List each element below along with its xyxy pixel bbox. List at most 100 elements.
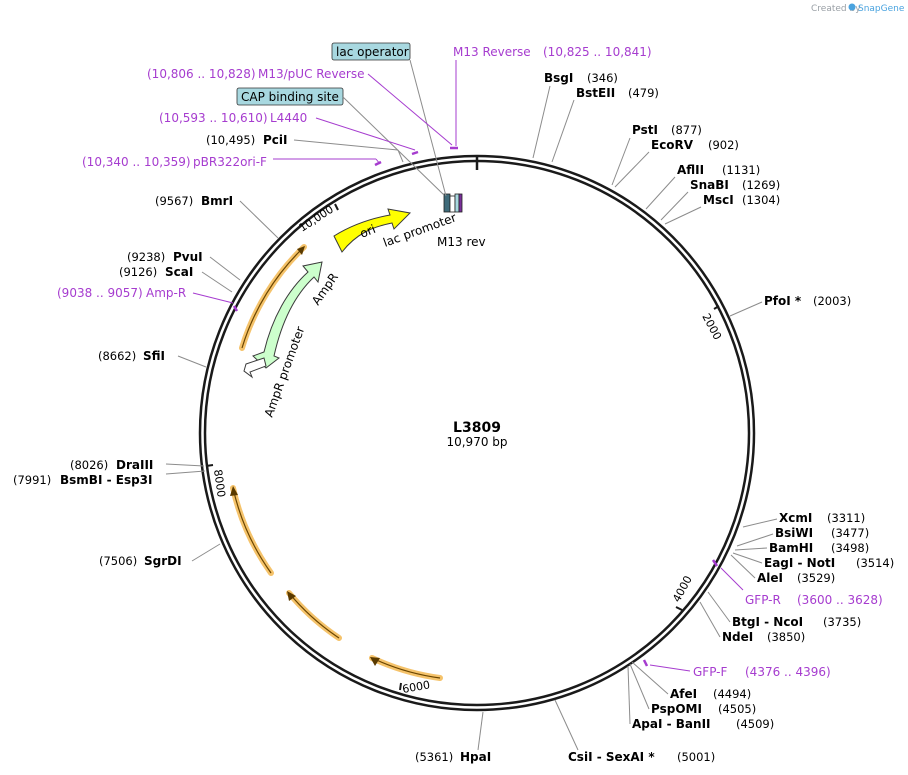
primer-range: (9038 .. 9057): [57, 286, 143, 300]
orf-segment-left-lower: [230, 485, 274, 576]
lac-operator-box[interactable]: lac operator: [331, 42, 411, 61]
leader-line: [720, 567, 744, 591]
enzyme-position: (4494): [713, 687, 751, 701]
enzyme-position: (3735): [823, 615, 861, 629]
lac-promoter-marker: [449, 195, 456, 213]
enzyme-position: (8026): [70, 458, 108, 472]
orf-segment-left-upper: [239, 244, 307, 351]
enzyme-position: (7991): [13, 473, 51, 487]
enzyme-hpai[interactable]: (5361)HpaI: [415, 711, 491, 764]
orf-arrow-icon: [287, 591, 296, 601]
leader-line: [551, 99, 575, 163]
enzyme-name: EcoRV: [651, 138, 694, 152]
leader-line: [192, 292, 234, 304]
leader-line: [736, 533, 774, 547]
enzyme-bsmbi-esp3i[interactable]: (7991) BsmBI - Esp3I: [13, 470, 206, 487]
enzyme-name: XcmI: [779, 511, 812, 525]
plasmid-name: L3809: [453, 420, 501, 436]
orf-segment-bottom: [369, 655, 443, 681]
enzyme-position: (479): [628, 86, 659, 100]
enzyme-draiii[interactable]: (8026) DraIII: [70, 458, 205, 472]
enzyme-bsgi[interactable]: BsgI(346): [532, 71, 618, 159]
enzyme-ecorv[interactable]: EcoRV (902): [614, 138, 739, 188]
primer-name: M13/pUC Reverse: [258, 67, 365, 81]
enzyme-scai[interactable]: (9126)ScaI: [119, 265, 233, 293]
primer-amp-r[interactable]: (9038 .. 9057) Amp-R: [57, 286, 239, 312]
leader-line: [177, 355, 207, 368]
enzyme-eagi-noti[interactable]: EagI - NotI(3514): [732, 552, 894, 570]
enzyme-position: (8662): [98, 349, 136, 363]
enzyme-name: BsgI: [544, 71, 573, 85]
enzyme-name: BmrI: [201, 194, 233, 208]
enzyme-name: CsiI - SexAI *: [568, 750, 655, 764]
leader-line: [645, 176, 676, 210]
enzyme-csii-sexai[interactable]: CsiI - SexAI * (5001): [554, 699, 715, 764]
primer-range: (10,340 .. 10,359): [82, 155, 191, 169]
enzyme-afei[interactable]: AfeI (4494): [631, 661, 751, 701]
leader-line: [239, 200, 279, 239]
enzyme-xcmi[interactable]: XcmI(3311): [742, 511, 865, 528]
enzyme-bsiwi[interactable]: BsiWI(3477): [736, 526, 869, 547]
enzyme-ndei[interactable]: NdeI(3850): [699, 601, 805, 644]
lac-operator-marker: [454, 193, 460, 213]
enzyme-position: (5001): [677, 750, 715, 764]
tick-4000: 4000: [670, 574, 695, 611]
enzyme-name: DraIII: [116, 458, 153, 472]
m13-rev-marker: [458, 193, 463, 213]
enzyme-bmri[interactable]: (9567)BmrI: [155, 194, 279, 239]
leader-line: [732, 552, 763, 564]
primer-pbr322ori-f[interactable]: (10,340 .. 10,359) pBR322ori-F: [82, 155, 382, 169]
enzyme-name: BsmBI - Esp3I: [60, 473, 152, 487]
enzyme-apai-banii[interactable]: ApaI - BanII(4509): [627, 665, 774, 731]
enzyme-position: (7506): [99, 554, 137, 568]
primer-gfp-f[interactable]: GFP-F (4376 .. 4396): [642, 659, 831, 679]
leader-line: [293, 139, 399, 151]
leader-line: [611, 137, 631, 186]
enzyme-pspomi[interactable]: PspOMI(4505): [629, 663, 756, 716]
enzyme-position: (4509): [736, 717, 774, 731]
enzyme-snabi[interactable]: SnaBI(1269): [660, 178, 780, 221]
enzyme-bamhi[interactable]: BamHI (3498): [734, 541, 869, 555]
primer-l4440[interactable]: (10,593 .. 10,610) L4440: [159, 111, 419, 156]
enzyme-name: BtgI - NcoI: [732, 615, 803, 629]
primer-m13-reverse[interactable]: M13 Reverse (10,825 .. 10,841): [450, 45, 652, 150]
enzyme-position: (3529): [797, 571, 835, 585]
primer-m13-puc-reverse[interactable]: (10,806 .. 10,828) M13/pUC Reverse: [147, 67, 453, 146]
leader-line: [367, 73, 453, 146]
enzyme-position: (902): [708, 138, 739, 152]
primer-gfp-r[interactable]: GFP-R (3600 .. 3628): [711, 559, 883, 607]
cap-binding-marker: [443, 193, 451, 213]
tick-label: 6000: [401, 678, 431, 696]
leader-line: [165, 470, 206, 475]
tick-6000: 6000: [399, 678, 431, 696]
enzyme-name: NdeI: [722, 630, 753, 644]
enzyme-pvui[interactable]: (9238)PvuI: [127, 250, 241, 281]
enzyme-msci[interactable]: MscI(1304): [664, 193, 780, 225]
enzyme-position: (3498): [831, 541, 869, 555]
enzyme-name: BstEII: [576, 86, 615, 100]
enzyme-name: SnaBI: [690, 178, 729, 192]
ampr-promoter-arrow: [243, 357, 267, 379]
enzyme-psti[interactable]: PstI(877): [611, 123, 702, 186]
enzyme-pcii[interactable]: (10,495)PciI: [206, 133, 404, 163]
enzyme-alei[interactable]: AleI(3529): [730, 554, 835, 585]
enzyme-aflii[interactable]: AflII(1131): [645, 163, 760, 210]
enzyme-pfoi[interactable]: PfoI *(2003): [729, 294, 851, 317]
enzyme-name: BamHI: [769, 541, 813, 555]
enzyme-name: PvuI: [173, 250, 203, 264]
enzyme-bsteii[interactable]: BstEII (479): [551, 86, 659, 163]
enzyme-name: PciI: [263, 133, 288, 147]
enzyme-btgi-ncoi[interactable]: BtgI - NcoI (3735): [707, 591, 861, 629]
leader-line: [629, 663, 650, 710]
enzyme-name: AfeI: [670, 687, 697, 701]
cap-binding-box[interactable]: CAP binding site: [236, 87, 344, 106]
leader-line: [707, 591, 731, 623]
enzyme-sgrdi[interactable]: (7506)SgrDI: [99, 543, 221, 568]
primer-name: L4440: [270, 111, 307, 125]
leader-line: [730, 554, 756, 579]
enzyme-sfii[interactable]: (8662)SfiI: [98, 349, 207, 368]
primer-range: (10,593 .. 10,610): [159, 111, 268, 125]
leader-line: [532, 85, 551, 159]
leader-line: [209, 256, 241, 281]
leader-line: [409, 59, 447, 197]
